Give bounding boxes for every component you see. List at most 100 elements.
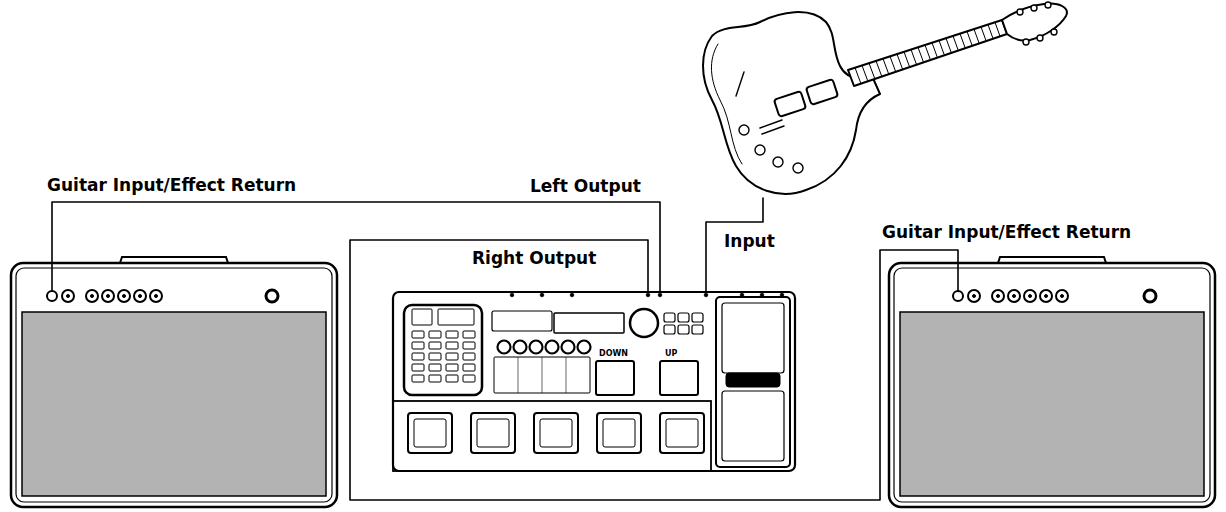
fret: [988, 25, 993, 39]
panel-button: [692, 313, 703, 322]
fret: [939, 40, 944, 55]
up-footswitch: [660, 361, 698, 395]
panel-knob: [546, 341, 559, 354]
jack-label: Input: [722, 231, 777, 251]
gnx3-processor: DOWN UP: [392, 291, 796, 472]
keypad-key: [463, 364, 475, 371]
panel-display: [438, 309, 474, 325]
cable-label: Right Output: [470, 248, 598, 268]
digitech-badge: [726, 373, 780, 387]
amp-knob: [102, 290, 114, 302]
keypad-key: [412, 331, 424, 338]
knob-center: [1029, 295, 1032, 298]
fret: [953, 36, 958, 51]
pedal-treadle-top: [722, 303, 784, 373]
amp-knob: [1008, 290, 1020, 302]
knob-center: [997, 295, 1000, 298]
keypad-key: [446, 364, 458, 371]
footswitch-pad: [477, 419, 509, 447]
expression-pedal: [716, 297, 790, 467]
panel-knob: [530, 341, 543, 354]
guitar-amplifier: Guitar Input/Effect Return: [10, 262, 338, 508]
amp-drawing: [888, 262, 1216, 508]
rear-jack: [658, 293, 662, 297]
pickguard-switch: [736, 72, 744, 96]
guitar-knobs: [739, 125, 803, 173]
amp-knob: [968, 290, 980, 302]
guitar-amplifier: Guitar Input/Effect Return: [888, 262, 1216, 508]
footswitch-label: DOWN: [598, 349, 629, 358]
panel-knob: [498, 341, 511, 354]
input-jack: [953, 291, 963, 301]
keypad-key: [429, 375, 441, 382]
keypad-key: [446, 353, 458, 360]
fret: [981, 27, 986, 41]
panel-knob: [578, 341, 591, 354]
amp-grille: [900, 312, 1204, 496]
amp-knob: [1056, 290, 1068, 302]
fret: [911, 50, 917, 65]
keypad-key: [429, 364, 441, 371]
jack-label: Guitar Input/Effect Return: [880, 222, 1133, 242]
guitar-body: [703, 12, 880, 194]
gnx3-logo: [492, 311, 552, 331]
keypad-key: [412, 364, 424, 371]
footswitch-strip: [393, 401, 711, 471]
knob-center: [155, 295, 158, 298]
keypad-key: [446, 375, 458, 382]
knob-center: [139, 295, 142, 298]
rear-jack: [540, 293, 544, 297]
keypad-key: [463, 342, 475, 349]
amp-knob: [992, 290, 1004, 302]
frets: [855, 22, 1000, 83]
fret: [883, 59, 889, 75]
amp-drawing: [10, 262, 338, 508]
bridge-pickup: [774, 91, 806, 117]
pedal-drawing: [392, 291, 796, 472]
tuners: [1017, 2, 1057, 45]
amp-knob: [86, 290, 98, 302]
footswitch-pad: [666, 419, 698, 447]
keypad-key: [463, 375, 475, 382]
matrix-chart: [494, 357, 590, 393]
keypad-key: [429, 342, 441, 349]
neck-pickup: [806, 79, 838, 105]
fret: [960, 34, 965, 49]
keypad-key: [412, 353, 424, 360]
cable-label: Left Output: [528, 176, 643, 196]
fret: [890, 56, 896, 71]
footswitch: [471, 413, 515, 453]
input-jack: [47, 291, 57, 301]
guitar-bevel: [711, 44, 742, 164]
fret: [862, 65, 868, 81]
guitar-neck: [848, 20, 1007, 86]
amp-inner-edge: [16, 268, 332, 502]
footswitch-pad: [414, 419, 446, 447]
panel-button: [678, 325, 689, 334]
fret: [855, 68, 861, 84]
footswitch: [660, 413, 704, 453]
rear-jack: [760, 293, 764, 297]
keypad-key: [446, 342, 458, 349]
panel-button: [664, 313, 675, 322]
knob-center: [1045, 295, 1048, 298]
bridge: [760, 120, 784, 134]
keypad-key: [412, 342, 424, 349]
data-wheel: [630, 309, 658, 337]
knob-center: [973, 295, 976, 298]
audio-cable: [350, 240, 958, 500]
rear-jack: [704, 293, 708, 297]
amp-knob: [150, 290, 162, 302]
amp-grille: [22, 312, 326, 496]
amp-cabinet: [889, 263, 1215, 507]
keypad-key: [412, 375, 424, 382]
fret: [876, 61, 882, 77]
keypad-key: [463, 353, 475, 360]
footswitch-label: UP: [664, 349, 678, 358]
rear-jack: [646, 293, 650, 297]
fret: [946, 38, 951, 53]
panel-knob: [514, 341, 527, 354]
panel-button: [664, 325, 675, 334]
amp-knob: [118, 290, 130, 302]
